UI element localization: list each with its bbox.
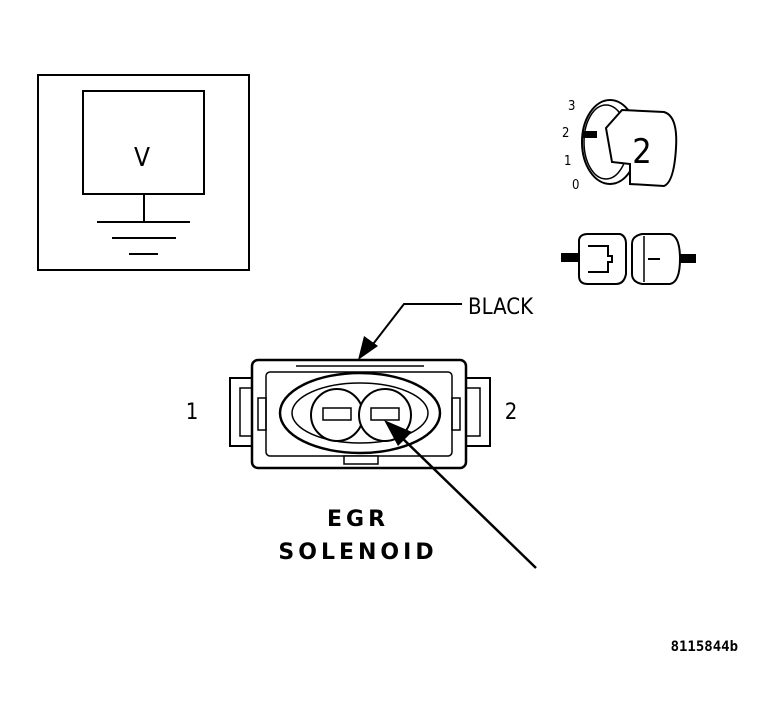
voltmeter-frame xyxy=(37,74,250,271)
notch-right xyxy=(451,397,461,431)
latch-left xyxy=(229,377,252,447)
pin-label-1: 1 xyxy=(186,400,199,425)
probe-male-half xyxy=(578,233,627,285)
callout-leader xyxy=(369,303,462,349)
probe-arrowhead xyxy=(384,420,412,446)
probe-lead-left xyxy=(561,253,579,262)
terminal-probe xyxy=(561,233,696,285)
callout-arrowhead xyxy=(358,336,378,360)
probe-arrow-shaft xyxy=(397,433,537,569)
color-callout-label: BLACK xyxy=(468,295,534,320)
scale-label-0: 0 xyxy=(572,178,579,193)
figure-code: 8115844b xyxy=(671,639,738,655)
component-title-line1: EGR xyxy=(327,507,389,532)
key-body xyxy=(604,108,678,188)
notch-left xyxy=(257,397,267,431)
ignition-selector: 3 2 1 0 2 xyxy=(562,99,678,193)
probe-lead-right xyxy=(680,254,696,263)
latch-right xyxy=(466,377,491,447)
pin-label-2: 2 xyxy=(505,400,518,425)
scale-label-1: 1 xyxy=(564,154,571,169)
knob-pointer xyxy=(583,131,597,138)
terminal-1-blade xyxy=(322,407,352,421)
voltmeter-readout: V xyxy=(134,143,150,173)
probe-arrow xyxy=(384,420,537,569)
color-callout: BLACK xyxy=(358,295,534,360)
scale-label-3: 3 xyxy=(568,99,575,114)
cavity-inner xyxy=(291,382,429,444)
scale-label-2: 2 xyxy=(562,126,569,141)
probe-male-slot xyxy=(588,245,613,273)
latch-right-inner xyxy=(466,387,481,437)
terminal-2-blade xyxy=(370,407,400,421)
bottom-key-tab xyxy=(343,455,379,465)
key-number: 2 xyxy=(632,132,651,172)
connector-face: 1 2 xyxy=(186,358,518,470)
voltmeter-symbol: V xyxy=(37,74,250,271)
latch-left-inner xyxy=(239,387,252,437)
component-title-line2: SOLENOID xyxy=(278,540,437,565)
